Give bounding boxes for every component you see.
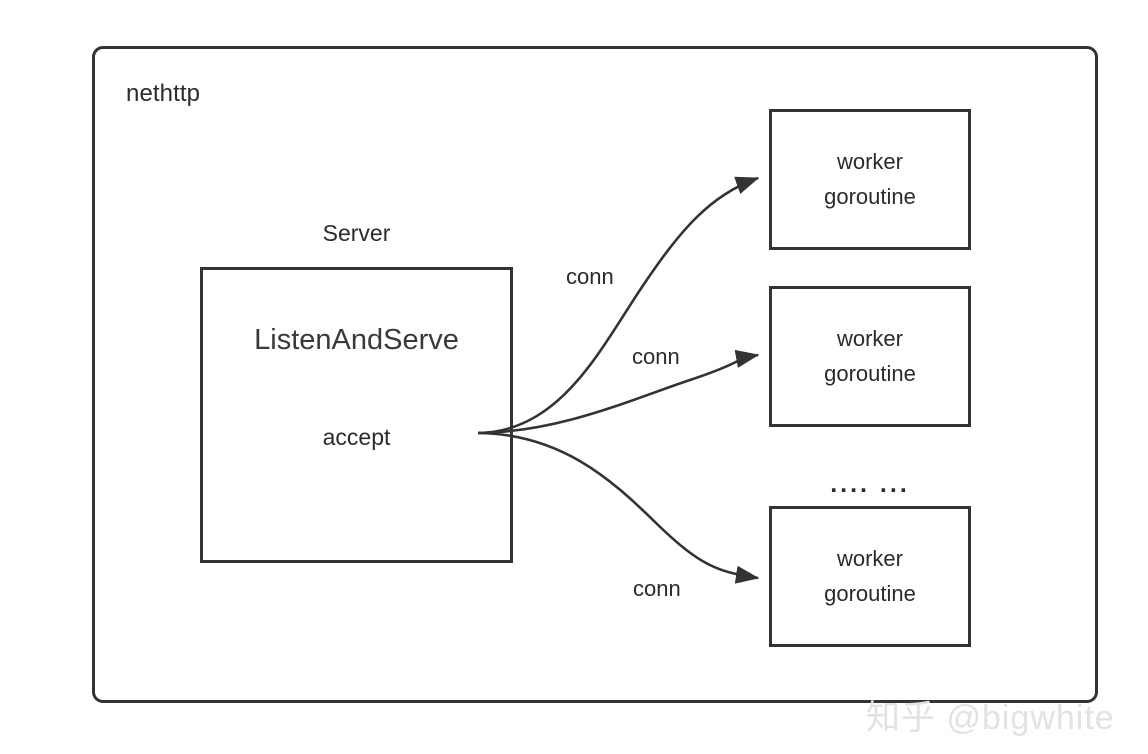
- conn-label: conn: [633, 576, 681, 601]
- conn-label: conn: [632, 344, 680, 369]
- conn-label: conn: [566, 264, 614, 289]
- watermark: 知乎 @bigwhite: [866, 699, 1115, 737]
- worker-box-line1: worker: [836, 326, 903, 352]
- worker-box-line1: worker: [836, 546, 903, 572]
- package-label: nethttp: [126, 80, 201, 107]
- nethttp-package-box: [92, 46, 1098, 703]
- worker-goroutine-box: worker goroutine: [769, 109, 971, 250]
- worker-goroutine-box: worker goroutine: [769, 286, 971, 427]
- server-box: [200, 267, 513, 563]
- server-title-label: Server: [322, 220, 391, 246]
- worker-box-line2: goroutine: [824, 580, 916, 606]
- worker-box-line1: worker: [836, 149, 903, 175]
- accept-label: accept: [322, 424, 391, 450]
- worker-goroutine-box: worker goroutine: [769, 506, 971, 647]
- ellipsis-more-workers: .... ...: [830, 470, 910, 498]
- worker-box-line2: goroutine: [824, 183, 916, 209]
- listen-and-serve-label: ListenAndServe: [254, 324, 459, 356]
- worker-box-line2: goroutine: [824, 360, 916, 386]
